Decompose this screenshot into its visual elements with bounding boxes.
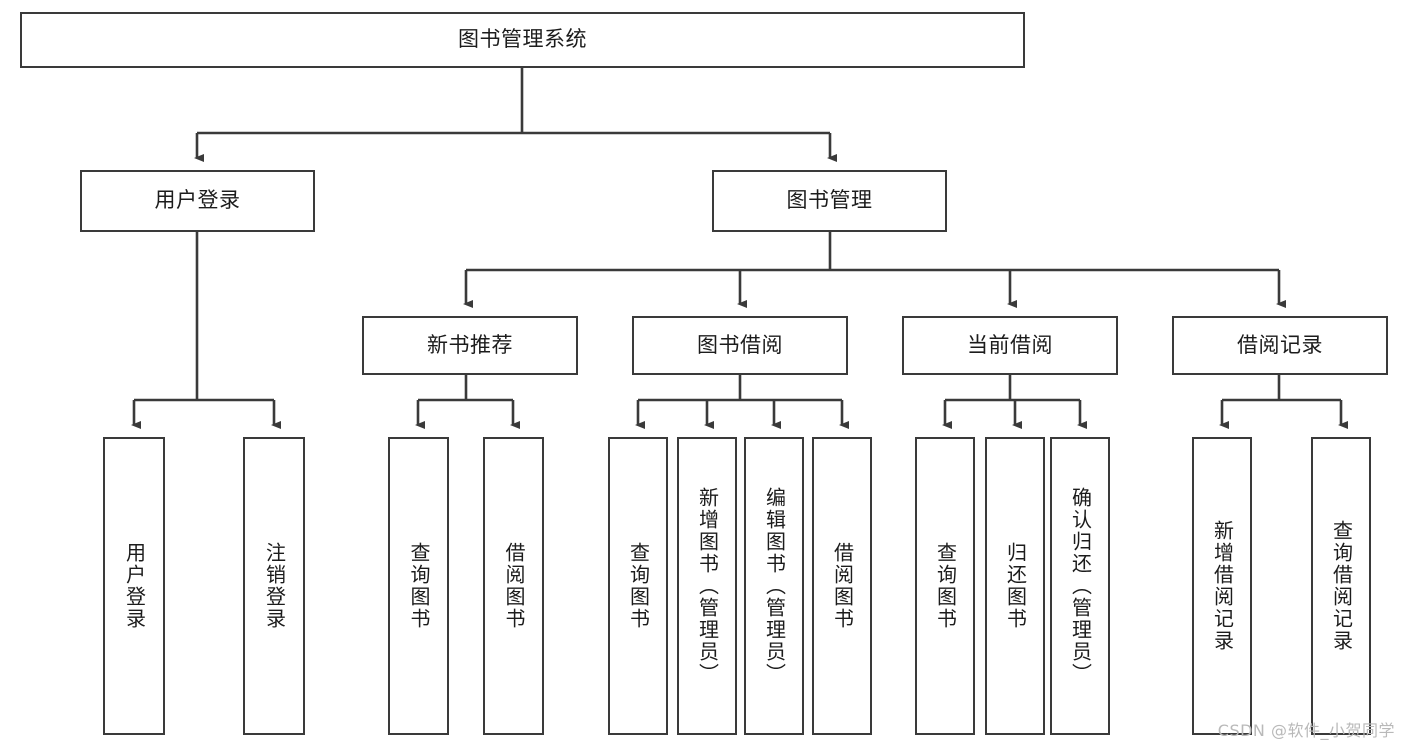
- node-label: 图书借阅: [697, 332, 783, 357]
- node-label: 查询借阅记录: [1329, 520, 1354, 652]
- node-label: 查询图书: [626, 542, 651, 630]
- node-label: 编辑图书（管理员）: [762, 487, 787, 685]
- leaf-user-login[interactable]: 用户登录: [103, 437, 165, 735]
- node-label: 新书推荐: [427, 332, 513, 357]
- node-label: 查询图书: [407, 542, 431, 630]
- node-borrow-record[interactable]: 借阅记录: [1172, 316, 1388, 375]
- leaf-borrow-book-recommend[interactable]: 借阅图书: [483, 437, 544, 735]
- node-label: 注销登录: [262, 542, 287, 630]
- node-label: 用户登录: [154, 188, 241, 213]
- node-root-system[interactable]: 图书管理系统: [20, 12, 1025, 68]
- leaf-return-book[interactable]: 归还图书: [985, 437, 1045, 735]
- leaf-user-logout[interactable]: 注销登录: [243, 437, 305, 735]
- leaf-query-book-current[interactable]: 查询图书: [915, 437, 975, 735]
- node-label: 借阅图书: [830, 542, 855, 630]
- node-user-login[interactable]: 用户登录: [80, 170, 315, 232]
- node-label: 确认归还（管理员）: [1068, 487, 1093, 685]
- leaf-query-book-recommend[interactable]: 查询图书: [388, 437, 449, 735]
- node-book-borrow[interactable]: 图书借阅: [632, 316, 848, 375]
- node-label: 新增借阅记录: [1210, 520, 1235, 652]
- node-label: 图书管理: [786, 188, 873, 213]
- node-label: 归还图书: [1003, 542, 1028, 630]
- node-label: 借阅图书: [502, 542, 526, 630]
- node-book-management[interactable]: 图书管理: [712, 170, 947, 232]
- node-current-borrow[interactable]: 当前借阅: [902, 316, 1118, 375]
- node-label: 图书管理系统: [458, 27, 587, 52]
- node-label: 查询图书: [933, 542, 958, 630]
- node-new-book-recommend[interactable]: 新书推荐: [362, 316, 578, 375]
- leaf-borrow-book[interactable]: 借阅图书: [812, 437, 872, 735]
- node-label: 当前借阅: [967, 332, 1053, 357]
- node-label: 借阅记录: [1237, 332, 1323, 357]
- leaf-add-borrow-record[interactable]: 新增借阅记录: [1192, 437, 1252, 735]
- leaf-add-book[interactable]: 新增图书（管理员）: [677, 437, 737, 735]
- leaf-edit-book[interactable]: 编辑图书（管理员）: [744, 437, 804, 735]
- watermark-text: CSDN @软件_小贺同学: [1217, 721, 1395, 740]
- leaf-query-book-borrow[interactable]: 查询图书: [608, 437, 668, 735]
- node-label: 用户登录: [122, 542, 147, 630]
- leaf-query-borrow-record[interactable]: 查询借阅记录: [1311, 437, 1371, 735]
- node-label: 新增图书（管理员）: [695, 487, 720, 685]
- leaf-confirm-return[interactable]: 确认归还（管理员）: [1050, 437, 1110, 735]
